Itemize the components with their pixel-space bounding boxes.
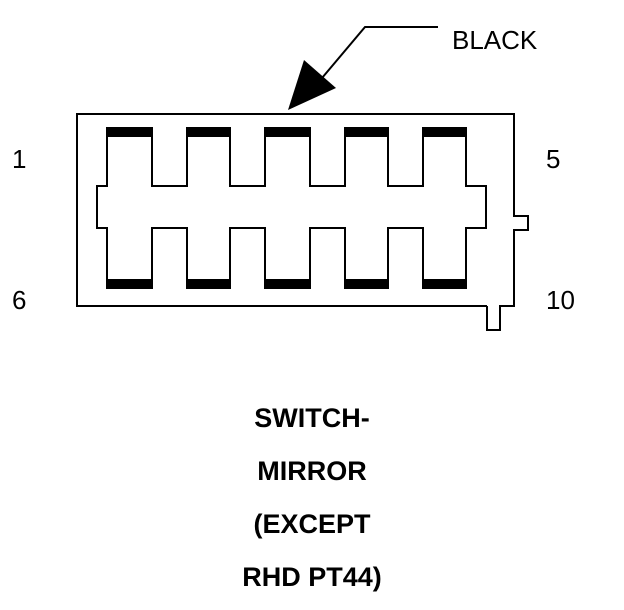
pin-label-bottom-left: 6	[12, 285, 27, 315]
terminal-10	[423, 279, 466, 288]
terminal-3	[265, 128, 310, 137]
terminal-1	[107, 128, 152, 137]
pin-label-top-left: 1	[12, 144, 27, 174]
caption-line: SWITCH-	[254, 403, 370, 433]
caption-line: RHD PT44)	[242, 562, 382, 592]
caption-line: (EXCEPT	[253, 509, 371, 539]
wire-color-label: BLACK	[452, 25, 538, 55]
connector-cavity-outline	[96, 127, 487, 289]
callout-arrowhead	[288, 60, 336, 110]
connector-body-outline	[76, 113, 529, 331]
caption-line: MIRROR	[257, 456, 367, 486]
pin-label-bottom-right: 10	[546, 285, 575, 315]
terminal-7	[187, 279, 230, 288]
terminal-2	[187, 128, 230, 137]
connector-caption: SWITCH- MIRROR (EXCEPT RHD PT44)	[0, 398, 624, 610]
terminal-6	[107, 279, 152, 288]
terminal-9	[345, 279, 388, 288]
callout-leader-line	[321, 26, 438, 79]
terminal-4	[345, 128, 388, 137]
terminal-5	[423, 128, 466, 137]
pin-label-top-right: 5	[546, 144, 561, 174]
terminal-8	[265, 279, 310, 288]
